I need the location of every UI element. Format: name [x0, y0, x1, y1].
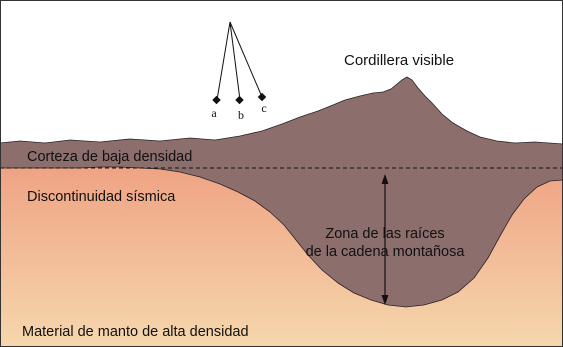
- plumb-label-b: b: [238, 108, 244, 122]
- plumb-label-c: c: [261, 101, 266, 115]
- plumb-bob-a: [212, 95, 221, 105]
- label-mantle: Material de manto de alta densidad: [22, 324, 249, 340]
- crust-and-root-body: [0, 76, 563, 308]
- plumb-bob-c: [257, 92, 267, 102]
- plumb-bob-b: [235, 95, 244, 105]
- label-root-zone-line1: Zona de las raíces: [325, 226, 444, 242]
- plumb-label-a: a: [211, 106, 217, 120]
- plumb-line-b: [229, 21, 241, 101]
- label-root-zone-line2: de la cadena montañosa: [306, 244, 466, 260]
- root-depth-arrow: [381, 174, 389, 305]
- plumb-lines: a b c: [211, 21, 267, 122]
- label-seismic-discontinuity: Discontinuidad sísmica: [27, 189, 176, 205]
- plumb-line-a: [216, 21, 231, 101]
- label-visible-range: Cordillera visible: [344, 52, 454, 69]
- plumb-line-c: [229, 21, 263, 98]
- label-low-density-crust: Corteza de baja densidad: [27, 149, 192, 165]
